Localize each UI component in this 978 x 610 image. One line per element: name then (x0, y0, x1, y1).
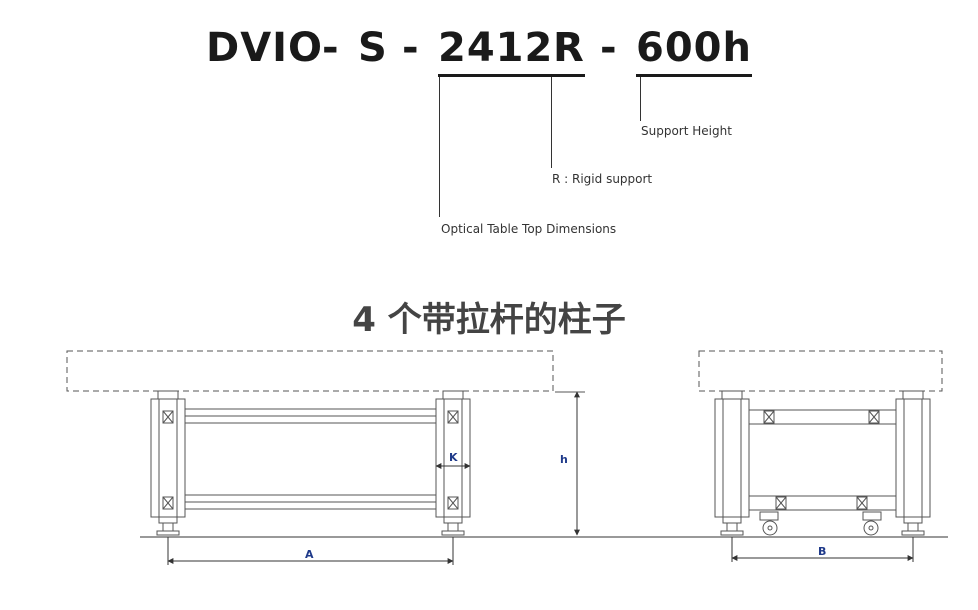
section-title: 4 个带拉杆的柱子 (352, 300, 626, 340)
support-column (895, 398, 931, 518)
model-series: S (358, 25, 388, 71)
model-separator: - (402, 25, 420, 71)
column-cap (902, 390, 924, 400)
model-separator: - (322, 25, 340, 71)
model-support-type: R (553, 22, 585, 77)
dimension-label-a: A (305, 548, 314, 561)
model-prefix: DVIO (206, 25, 324, 71)
dimension-label-k: K (449, 451, 458, 464)
column-cap (157, 390, 179, 400)
annotation-support-height: Support Height (641, 124, 732, 138)
caster-wheel (759, 511, 779, 536)
right-view (698, 350, 943, 536)
model-height: 600h (636, 22, 752, 77)
tabletop-outline-right (698, 350, 943, 392)
leader-line-height (640, 77, 641, 121)
support-column (714, 398, 750, 518)
dimension-label-b: B (818, 545, 826, 558)
leader-line-dimensions (439, 77, 440, 217)
dimension-label-h: h (560, 453, 568, 466)
model-separator: - (600, 25, 618, 71)
model-code: DVIO - S - 2412 R - 600h (0, 22, 978, 82)
column-cap (442, 390, 464, 400)
annotation-rigid-support: R : Rigid support (552, 172, 653, 186)
tie-bar-upper (748, 409, 897, 425)
column-cap (721, 390, 743, 400)
left-view (66, 350, 585, 536)
caster-wheel (862, 511, 882, 536)
tabletop-outline-left (66, 350, 554, 392)
tie-bar-lower (748, 495, 897, 511)
leader-line-support (551, 77, 552, 168)
annotation-table-dimensions: Optical Table Top Dimensions (441, 222, 617, 236)
model-dimensions: 2412 (438, 22, 554, 77)
